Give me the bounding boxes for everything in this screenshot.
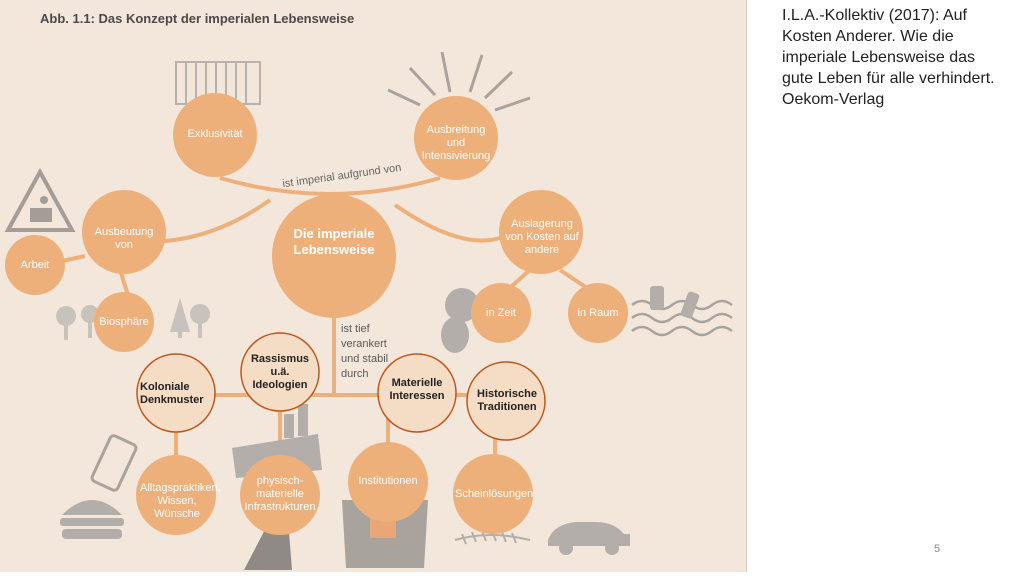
page-number: 5 (934, 543, 941, 555)
center-circle (272, 194, 396, 318)
node-arbeit (5, 235, 65, 295)
node-biosphaere (94, 292, 154, 352)
wheat-icon (454, 530, 531, 545)
overlay-historische (466, 361, 546, 441)
node-auslagerung (499, 190, 583, 274)
label-historische: Historische Traditionen (477, 388, 537, 413)
label-ausbeutung: Ausbeutung von (94, 226, 154, 251)
burger-icon (60, 500, 124, 539)
arrows-icon (387, 51, 531, 112)
label-koloniale: Koloniale Denkmuster (140, 381, 204, 406)
smartphone-icon (90, 434, 138, 492)
node-infra (240, 455, 320, 535)
label-exklusivitaet: Exklusivität (187, 128, 243, 140)
node-in-zeit (471, 283, 531, 343)
arc-line (219, 176, 441, 196)
overlay-materielle (377, 353, 457, 433)
node-ausbeutung (82, 190, 166, 274)
anchored-label: ist tief verankert und stabil durch (341, 323, 389, 380)
line-biosphaere (118, 269, 130, 296)
node-in-raum (568, 283, 628, 343)
label-biosphaere: Biosphäre (99, 316, 149, 328)
label-rassismus: Rassismus u.ä. Ideologien (250, 353, 310, 391)
waves-icon (631, 299, 733, 337)
car-icon (548, 522, 630, 555)
label-scheinloesungen: Scheinlösungen (455, 488, 534, 500)
center-label: Die imperiale Lebensweise (293, 226, 375, 257)
figure-title: Abb. 1.1: Das Konzept der imperialen Leb… (40, 11, 355, 26)
overlay-koloniale (136, 353, 216, 433)
trees-icon (56, 298, 210, 340)
label-auslagerung: Auslagerung von Kosten auf andere (505, 218, 579, 256)
label-alltag: Alltagspraktiken, Wissen, Wünsche (140, 482, 221, 520)
bottles-icon (650, 286, 700, 319)
node-ausbreitung (414, 96, 498, 180)
label-materielle: Materielle Interessen (389, 377, 445, 402)
label-arbeit: Arbeit (20, 259, 50, 271)
diagram-figure: Abb. 1.1: Das Konzept der imperialen Leb… (0, 0, 747, 572)
diagram-canvas (4, 51, 733, 570)
baby-icon (441, 288, 479, 353)
node-alltag (136, 455, 216, 535)
overlay-circles (136, 332, 546, 441)
node-circles (5, 93, 628, 535)
label-in-raum: in Raum (577, 307, 619, 319)
line-auslagerung (393, 203, 501, 243)
warning-sign-icon (4, 167, 76, 232)
label-ausbreitung: Ausbreitung und Intensivierung (421, 124, 491, 162)
overlay-rassismus (240, 332, 320, 412)
label-infrastrukturen: physisch-materielle Infrastrukturen (244, 475, 316, 513)
label-institutionen: Institutionen (358, 475, 418, 487)
node-schein (453, 454, 533, 534)
citation-text: I.L.A.-Kollektiv (2017): Auf Kosten Ande… (782, 7, 995, 108)
node-exklusivitaet (173, 93, 257, 177)
node-institutionen (348, 442, 428, 522)
label-in-zeit: in Zeit (486, 307, 516, 319)
